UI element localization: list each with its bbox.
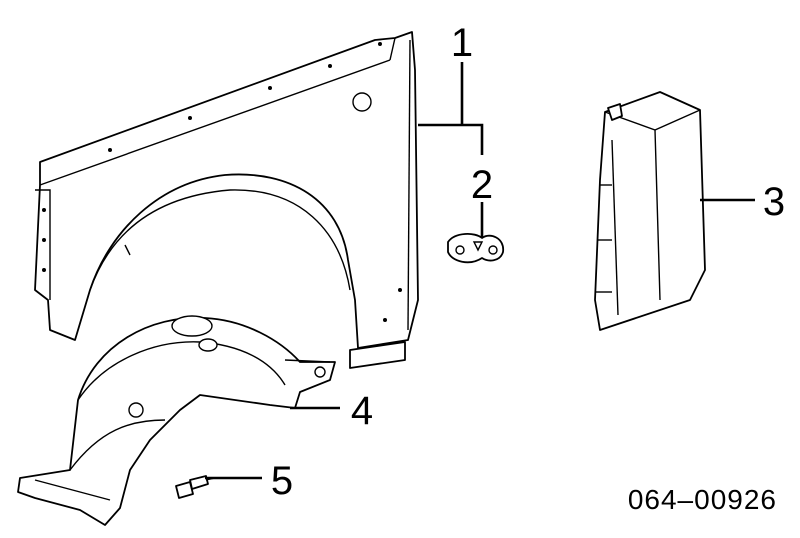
callout-2: 2 xyxy=(471,163,493,207)
trim-panel-part xyxy=(594,91,706,331)
fender-part xyxy=(34,31,419,369)
wheel-liner-part xyxy=(17,315,336,526)
callout-5: 5 xyxy=(271,459,293,503)
callout-4: 4 xyxy=(351,389,373,433)
leader-lines xyxy=(205,62,755,480)
bracket-part xyxy=(447,233,504,264)
callout-3: 3 xyxy=(763,180,785,224)
fastener-part xyxy=(175,475,216,499)
diagram-code: 064–00926 xyxy=(628,484,777,515)
leader-1-branch xyxy=(418,123,484,155)
callout-1: 1 xyxy=(451,21,473,65)
